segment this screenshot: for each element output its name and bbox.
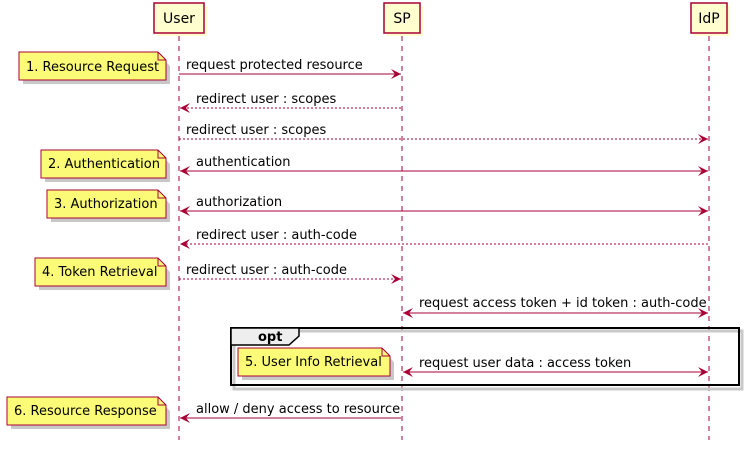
message-authentication: authentication bbox=[180, 155, 708, 176]
participant-label-sp: SP bbox=[393, 11, 410, 27]
message-redirect-user-scopes-to-idp: redirect user : scopes bbox=[179, 123, 708, 144]
note-user-info-retrieval: 5. User Info Retrieval bbox=[237, 347, 394, 380]
participant-idp: IdP bbox=[690, 2, 730, 36]
message-label: redirect user : scopes bbox=[196, 92, 336, 107]
note-label: 6. Resource Response bbox=[14, 404, 157, 419]
message-label: redirect user : auth-code bbox=[186, 263, 347, 278]
note-label: 3. Authorization bbox=[54, 197, 158, 212]
message-label: request user data : access token bbox=[419, 356, 631, 371]
message-label: authorization bbox=[196, 195, 282, 210]
message-request-protected-resource: request protected resource bbox=[179, 58, 401, 79]
message-label: authentication bbox=[196, 155, 291, 170]
message-redirect-user-scopes-to-user: redirect user : scopes bbox=[180, 92, 401, 113]
note-label: 4. Token Retrieval bbox=[42, 265, 157, 280]
message-label: allow / deny access to resource bbox=[196, 402, 400, 417]
opt-fragment: opt bbox=[230, 327, 744, 391]
participant-user: User bbox=[153, 2, 207, 36]
fragment-keyword: opt bbox=[258, 330, 282, 345]
message-redirect-user-auth-code-to-user: redirect user : auth-code bbox=[180, 228, 708, 249]
message-label: request protected resource bbox=[186, 58, 363, 73]
message-label: redirect user : scopes bbox=[186, 123, 326, 138]
participant-label-idp: IdP bbox=[698, 11, 719, 27]
note-authorization: 3. Authorization bbox=[46, 189, 170, 222]
participant-sp: SP bbox=[383, 2, 423, 36]
note-authentication: 2. Authentication bbox=[40, 149, 170, 182]
message-request-user-data: request user data : access token bbox=[403, 356, 708, 377]
message-allow-deny-access: allow / deny access to resource bbox=[180, 402, 401, 423]
participant-label-user: User bbox=[163, 11, 195, 27]
note-label: 1. Resource Request bbox=[26, 60, 159, 75]
message-request-access-token: request access token + id token : auth-c… bbox=[403, 296, 708, 318]
note-resource-request: 1. Resource Request bbox=[18, 51, 170, 84]
note-label: 5. User Info Retrieval bbox=[245, 355, 382, 370]
message-label: request access token + id token : auth-c… bbox=[419, 296, 707, 311]
note-label: 2. Authentication bbox=[48, 157, 160, 172]
message-authorization: authorization bbox=[180, 195, 708, 216]
note-token-retrieval: 4. Token Retrieval bbox=[34, 257, 170, 290]
note-resource-response: 6. Resource Response bbox=[6, 396, 170, 429]
message-label: redirect user : auth-code bbox=[196, 228, 357, 243]
message-redirect-user-auth-code-to-sp: redirect user : auth-code bbox=[179, 263, 401, 284]
